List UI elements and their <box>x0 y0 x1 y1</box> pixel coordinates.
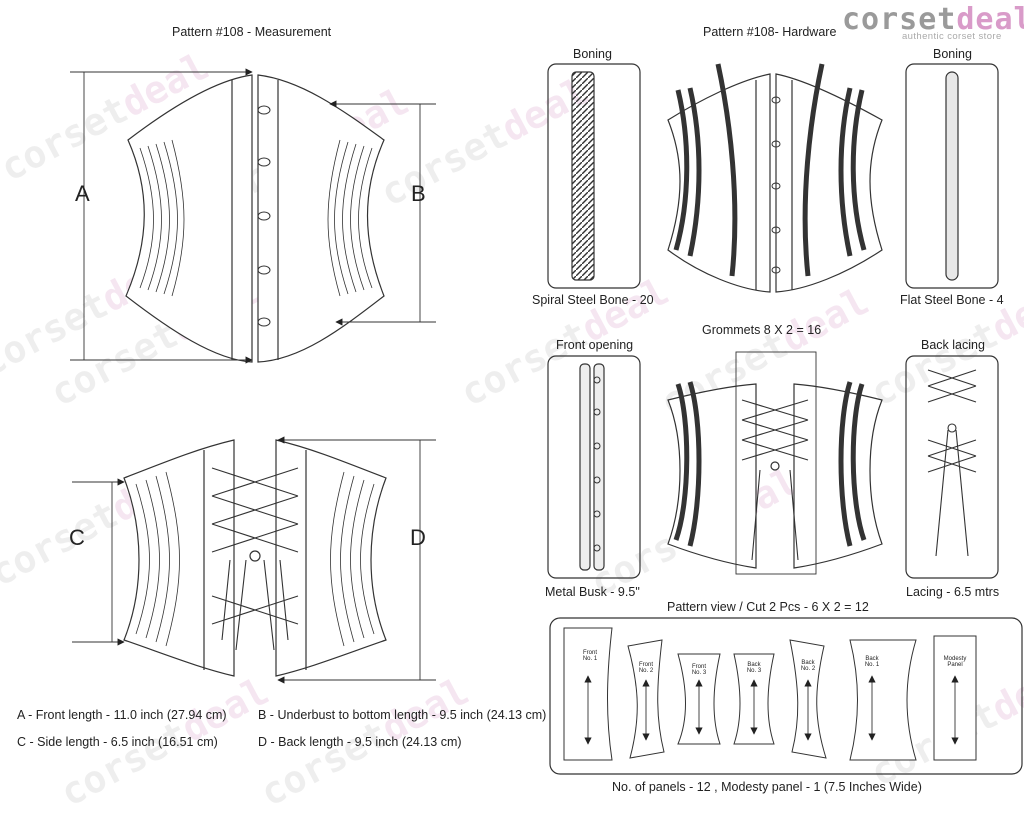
front-corset-drawing <box>70 68 436 364</box>
label-c: C <box>69 525 85 550</box>
pattern-view-footer: No. of panels - 12 , Modesty panel - 1 (… <box>612 780 922 794</box>
legend-a: A - Front length - 11.0 inch (27.94 cm) <box>17 708 227 722</box>
hardware-corset-top <box>667 63 883 293</box>
pattern-view-title: Pattern view / Cut 2 Pcs - 6 X 2 = 12 <box>667 600 869 614</box>
front-opening-title: Front opening <box>556 338 634 352</box>
grommets-label: Grommets 8 X 2 = 16 <box>702 323 822 337</box>
boning-right-title: Boning <box>933 47 972 61</box>
measurement-title: Pattern #108 - Measurement <box>172 25 332 39</box>
piece-label: Front No. 1 <box>582 650 598 662</box>
pattern-view-box <box>549 617 1023 775</box>
legend-d: D - Back length - 9.5 inch (24.13 cm) <box>258 735 462 749</box>
pattern-pieces <box>563 627 977 761</box>
boning-left-title: Boning <box>573 47 612 61</box>
label-b: B <box>411 181 426 206</box>
piece-label: Front No. 2 <box>638 662 654 674</box>
piece-label: Front No. 3 <box>691 664 707 676</box>
flat-boning-box <box>905 63 999 289</box>
spiral-boning-box <box>547 63 641 289</box>
back-lacing-title: Back lacing <box>921 338 985 352</box>
piece-label: Modesty Panel <box>943 656 967 668</box>
front-opening-box <box>547 355 641 579</box>
boning-left-caption: Spiral Steel Bone - 20 <box>532 293 654 307</box>
label-d: D <box>410 525 426 550</box>
brand-tagline: authentic corset store <box>902 31 1002 42</box>
piece-label: Back No. 3 <box>746 662 762 674</box>
label-a: A <box>75 181 90 206</box>
back-lacing-caption: Lacing - 6.5 mtrs <box>906 585 1000 599</box>
brand-logo: corsetdeal <box>842 2 1024 37</box>
hardware-title: Pattern #108- Hardware <box>703 25 837 39</box>
piece-label: Back No. 2 <box>800 660 816 672</box>
legend-b: B - Underbust to bottom length - 9.5 inc… <box>258 708 547 722</box>
hardware-corset-bottom <box>667 351 883 575</box>
back-corset-drawing <box>72 436 436 684</box>
back-lacing-box <box>905 355 999 579</box>
legend-c: C - Side length - 6.5 inch (16.51 cm) <box>17 735 218 749</box>
flat-bone-icon <box>945 71 959 281</box>
lacing-icon <box>927 369 977 557</box>
brand-name-a: corset <box>842 2 957 37</box>
spiral-bone-icon <box>571 71 595 281</box>
pattern-grain-lines <box>584 675 959 745</box>
piece-label: Back No. 1 <box>864 656 880 668</box>
front-opening-caption: Metal Busk - 9.5" <box>545 585 640 599</box>
brand-name-b: deal <box>956 2 1024 37</box>
boning-right-caption: Flat Steel Bone - 4 <box>900 293 1004 307</box>
